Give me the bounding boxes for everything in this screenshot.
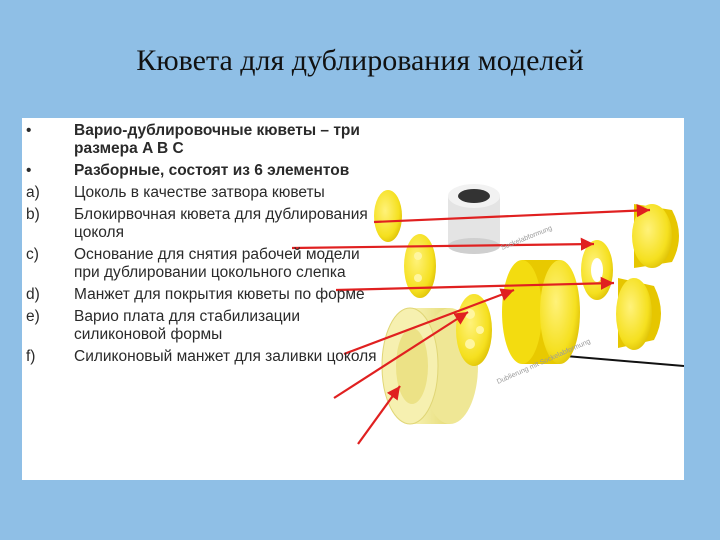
list-item-text: Разборные, состоят из 6 элементов: [74, 162, 350, 179]
list-item: e) Варио плата для стабилизации силиконо…: [22, 308, 382, 344]
white-cylinder: [448, 184, 500, 254]
cover-cap-top: [632, 204, 679, 268]
list-marker: f): [26, 348, 36, 365]
list-marker: •: [26, 122, 32, 139]
arrow-b: [291, 237, 595, 251]
list-marker: •: [26, 162, 32, 179]
list-item: c) Основание для снятия рабочей модели п…: [22, 246, 382, 282]
base-cylinder: [502, 260, 580, 364]
content-panel: Sockelabformung Dublierung mit Sockelabf…: [22, 118, 684, 480]
socket-wheel-b: [404, 234, 436, 298]
list-item-text: Цоколь в качестве затвора кюветы: [74, 184, 325, 201]
arrow-a: [373, 203, 651, 224]
cover-cap-bottom: [616, 278, 661, 350]
watermark-1: Sockelabformung: [500, 225, 553, 252]
list-item: b) Блокирвочная кювета для дублирования …: [22, 206, 382, 242]
list-item-text: Основание для снятия рабочей модели при …: [74, 246, 360, 281]
pointer-arrows: [291, 203, 651, 445]
list-marker: c): [26, 246, 39, 263]
slide-title: Кювета для дублирования моделей: [136, 44, 584, 77]
arrow-d: [343, 288, 515, 356]
socket-wheel-a: [374, 190, 402, 242]
list-item-text: Блокирвочная кювета для дублирования цок…: [74, 206, 368, 241]
list-item: f) Силиконовый манжет для заливки цоколя: [22, 348, 382, 366]
list-marker: b): [26, 206, 40, 223]
list-marker: d): [26, 286, 40, 303]
list-item-text: Силиконовый манжет для заливки цоколя: [74, 348, 377, 365]
locking-ring: [581, 240, 613, 300]
list-item: a) Цоколь в качестве затвора кюветы: [22, 184, 382, 202]
list-marker: e): [26, 308, 40, 325]
arrow-c: [335, 276, 615, 292]
cuvette-illustration: Sockelabformung Dublierung mit Sockelabf…: [291, 184, 684, 445]
list-item-text: Варио плата для стабилизации силиконовой…: [74, 308, 300, 343]
arrow-f: [357, 385, 401, 445]
list-item-text: Варио-дублировочные кюветы – три размера…: [74, 122, 360, 157]
list-item: • Разборные, состоят из 6 элементов: [22, 162, 382, 180]
list-item: d) Манжет для покрытия кюветы по форме: [22, 286, 382, 304]
feature-list: • Варио-дублировочные кюветы – три разме…: [22, 122, 382, 370]
list-item: • Варио-дублировочные кюветы – три разме…: [22, 122, 382, 158]
list-marker: a): [26, 184, 40, 201]
list-item-text: Манжет для покрытия кюветы по форме: [74, 286, 365, 303]
arrow-e: [333, 311, 469, 399]
